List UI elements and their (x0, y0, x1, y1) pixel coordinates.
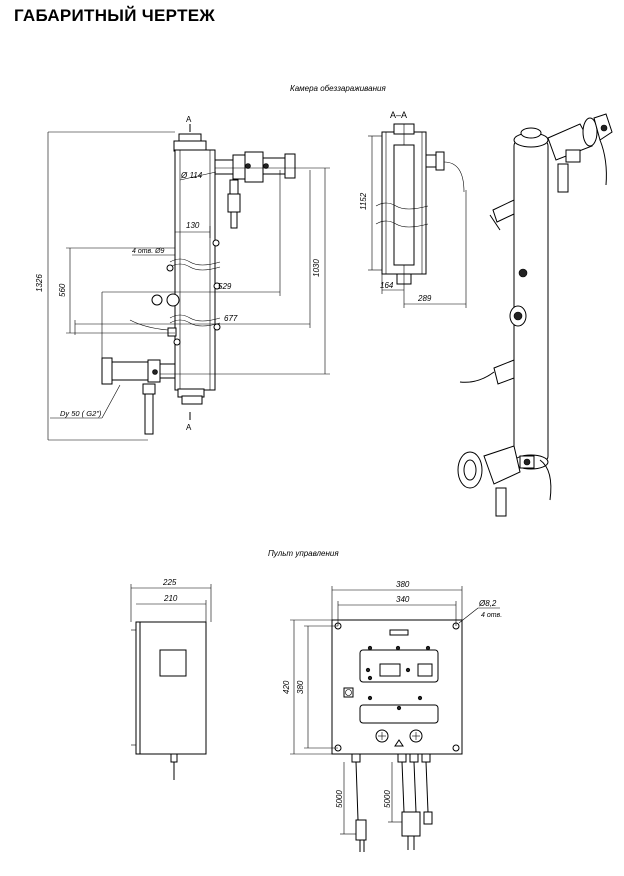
chamber-isometric-view (457, 113, 613, 517)
section-mark-bottom: А (186, 423, 192, 432)
dim-front-380: 380 (396, 580, 410, 589)
dim-holes: 4 отв. Ø9 (132, 248, 165, 255)
dim-pipe-offset: 560 (58, 283, 67, 297)
panel-front-view: 380 340 Ø8,2 4 отв. 420 380 5000 5000 (282, 580, 502, 852)
section-mark-top: А (186, 115, 192, 124)
dim-cable-right: 5000 (383, 790, 392, 808)
dim-width-130: 130 (186, 221, 200, 230)
dim-section-height: 1152 (359, 192, 368, 210)
section-view-label: А–А (390, 110, 407, 120)
dim-side-210: 210 (163, 594, 178, 603)
dim-section-164: 164 (380, 281, 394, 290)
panel-side-view: Пульт управления 225 210 (130, 549, 339, 780)
dim-inner-height: 1030 (312, 259, 321, 277)
chamber-front-view: Камера обеззараживания А А (35, 84, 386, 441)
page-title: ГАБАРИТНЫЙ ЧЕРТЕЖ (14, 6, 216, 25)
dim-section-289: 289 (417, 294, 432, 303)
dim-height-380: 380 (296, 680, 305, 694)
dim-side-225: 225 (162, 578, 177, 587)
dim-front-340: 340 (396, 595, 410, 604)
dim-nozzle: Dy 50 ( G2") (60, 409, 102, 418)
dim-width-677: 677 (224, 314, 238, 323)
dim-total-height: 1326 (35, 274, 44, 292)
dim-cable-left: 5000 (335, 790, 344, 808)
panel-caption: Пульт управления (268, 549, 339, 558)
chamber-section-view: А–А 1152 164 289 (359, 110, 467, 308)
dim-width-529: 529 (218, 282, 232, 291)
dim-mount-holes-d: Ø8,2 (478, 599, 497, 608)
dim-mount-holes-n: 4 отв. (481, 612, 502, 619)
dim-diameter: Ø 114 (180, 171, 203, 180)
dim-height-420: 420 (282, 680, 291, 694)
chamber-caption: Камера обеззараживания (290, 84, 386, 93)
